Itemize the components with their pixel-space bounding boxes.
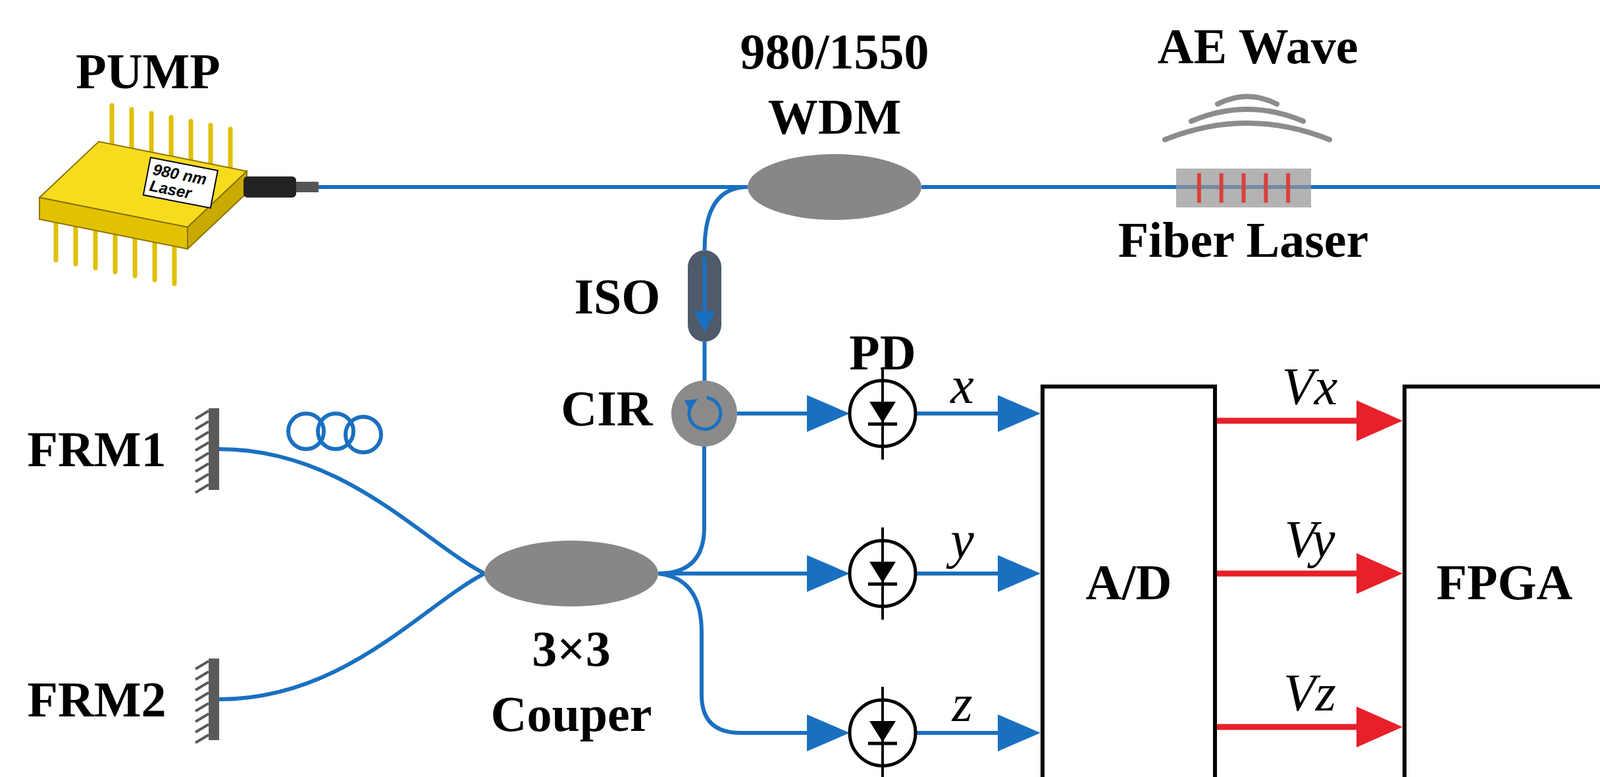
signal-label: Vz <box>1279 666 1341 719</box>
mirror-bar <box>208 658 220 740</box>
optical-fiber <box>318 184 748 189</box>
coupler-3x3-shape <box>484 540 659 607</box>
isolator-shape <box>687 250 722 342</box>
mirror-hatch <box>195 681 209 690</box>
mirror-hatch <box>195 431 209 440</box>
grating-line <box>1197 173 1202 203</box>
optical-fiber <box>658 446 705 574</box>
fiber-arrowheads <box>806 394 1041 751</box>
circulator-shape <box>671 380 738 447</box>
mirror-bar <box>208 408 220 490</box>
fiber-laser: Fiber Laser <box>1176 168 1312 208</box>
node-label: A/D <box>1085 549 1173 615</box>
mirror-hatch <box>195 692 209 701</box>
circulator-arrowhead <box>684 398 698 411</box>
mirror-hatch <box>195 410 209 419</box>
ae-wave-arcs <box>1164 96 1330 141</box>
node-label: Fiber Laser <box>1118 207 1369 273</box>
box-outline <box>1042 386 1215 777</box>
node-label: FRM1 <box>26 416 166 482</box>
mirror-hatch <box>195 463 209 472</box>
isolator: ISO <box>687 250 722 342</box>
mirror-hatch <box>195 473 209 482</box>
isolator-body <box>687 250 722 342</box>
node-label: CIR <box>560 375 653 441</box>
mirror-hatch <box>195 452 209 461</box>
faraday-mirror: FRM1 <box>194 408 220 490</box>
mirror-hatch <box>195 702 209 711</box>
faraday-mirror: FRM2 <box>194 658 220 740</box>
grating-line <box>1263 173 1268 203</box>
isolator-arrow <box>702 256 707 316</box>
mirror-hatch <box>195 660 209 669</box>
mirror-hatch <box>195 734 209 743</box>
optical-fiber <box>702 341 707 381</box>
faraday-mirror-shape <box>194 408 220 490</box>
component-label: PD <box>849 319 916 386</box>
node-label: FPGA <box>1436 549 1574 615</box>
faraday-mirror-shape <box>194 658 220 740</box>
mirror-hatch <box>195 723 209 732</box>
wdm-coupler: 980/1550 WDM <box>747 154 922 220</box>
mirror-hatch <box>195 713 209 722</box>
mirror-hatch <box>195 421 209 430</box>
coupler-3x3: 3×3 Couper <box>484 540 659 607</box>
adc-box: A/D <box>1040 384 1217 777</box>
optical-fiber <box>219 448 485 574</box>
signal-arrow <box>1216 570 1364 577</box>
fiber-laser-shape <box>1176 168 1312 208</box>
mirror-hatch <box>195 484 209 493</box>
fpga-box: FPGA <box>1402 384 1600 777</box>
node-label: 3×3 Couper <box>482 616 661 747</box>
signal-arrow <box>1216 723 1364 730</box>
grating-line <box>1241 173 1246 203</box>
signal-label: Vx <box>1278 360 1342 413</box>
isolator-arrowhead <box>694 311 716 333</box>
grating-body <box>1176 168 1312 208</box>
grating-line <box>1219 173 1224 203</box>
grating-line <box>1286 173 1291 203</box>
mirror-hatch <box>195 671 209 680</box>
ellipse-shape <box>484 540 659 607</box>
optical-fiber <box>921 184 1177 189</box>
mirror-hatch <box>195 442 209 451</box>
signal-name: x <box>950 358 975 412</box>
node-label: ISO <box>574 263 661 330</box>
node-label: FRM2 <box>26 666 166 732</box>
fiber-coil <box>288 413 382 453</box>
optical-fiber <box>219 573 485 699</box>
circulator: CIR <box>671 380 738 447</box>
signal-label: Vy <box>1280 512 1339 566</box>
pump-laser-drawing <box>39 105 319 284</box>
circulator-body <box>671 380 738 447</box>
signal-name: y <box>950 513 975 567</box>
signal-arrow <box>1216 417 1364 424</box>
wdm-coupler-shape <box>747 154 922 220</box>
optical-fiber <box>704 186 749 251</box>
photodiode-symbols <box>849 367 916 777</box>
node-label: PUMP <box>75 38 220 104</box>
fiber <box>658 413 1007 733</box>
node-label: 980/1550 WDM <box>709 19 960 150</box>
wave-label: AE Wave <box>1157 13 1359 79</box>
box-outline <box>1404 386 1600 777</box>
signal-name: z <box>951 676 973 730</box>
ellipse-shape <box>747 154 922 220</box>
